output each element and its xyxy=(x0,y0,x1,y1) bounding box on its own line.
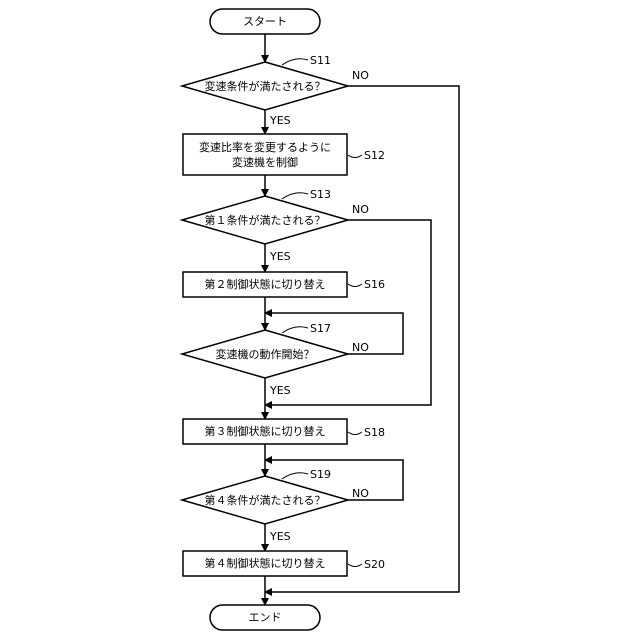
s11-step-id: S11 xyxy=(310,54,331,67)
s19-step-id: S19 xyxy=(310,468,331,481)
s20-step-id: S20 xyxy=(364,558,385,571)
s17-step-id: S17 xyxy=(310,322,331,335)
s12-step-id: S12 xyxy=(364,149,385,162)
start-label: スタート xyxy=(243,15,287,28)
s11-no-label: NO xyxy=(352,69,369,82)
s12-text-line2: 変速機を制御 xyxy=(232,155,298,169)
s20-leader xyxy=(348,564,362,567)
s12-leader xyxy=(348,155,362,158)
s16-leader xyxy=(348,284,362,287)
s17-text: 変速機の動作開始？ xyxy=(216,347,315,361)
s11-yes-label: YES xyxy=(269,114,291,127)
s12-text-line1: 変速比率を変更するように xyxy=(199,140,331,154)
end-label: エンド xyxy=(249,611,282,624)
s18-step-id: S18 xyxy=(364,426,385,439)
s13-no-label: NO xyxy=(352,203,369,216)
s17-leader xyxy=(282,327,308,333)
s13-yes-label: YES xyxy=(269,250,291,263)
s11-text: 変速条件が満たされる？ xyxy=(205,79,326,93)
s20-text: 第４制御状態に切り替え xyxy=(205,556,326,570)
s13-step-id: S13 xyxy=(310,188,331,201)
s16-text: 第２制御状態に切り替え xyxy=(205,277,326,291)
s18-leader xyxy=(348,432,362,435)
s17-yes-label: YES xyxy=(269,384,291,397)
s13-leader xyxy=(282,193,308,199)
s19-leader xyxy=(282,473,308,479)
s13-text: 第１条件が満たされる？ xyxy=(205,213,326,227)
s19-yes-label: YES xyxy=(269,530,291,543)
s19-no-label: NO xyxy=(352,487,369,500)
s19-text: 第４条件が満たされる？ xyxy=(205,493,326,507)
s16-step-id: S16 xyxy=(364,278,385,291)
s18-text: 第３制御状態に切り替え xyxy=(205,424,326,438)
s17-no-label: NO xyxy=(352,341,369,354)
s11-leader xyxy=(282,59,308,65)
